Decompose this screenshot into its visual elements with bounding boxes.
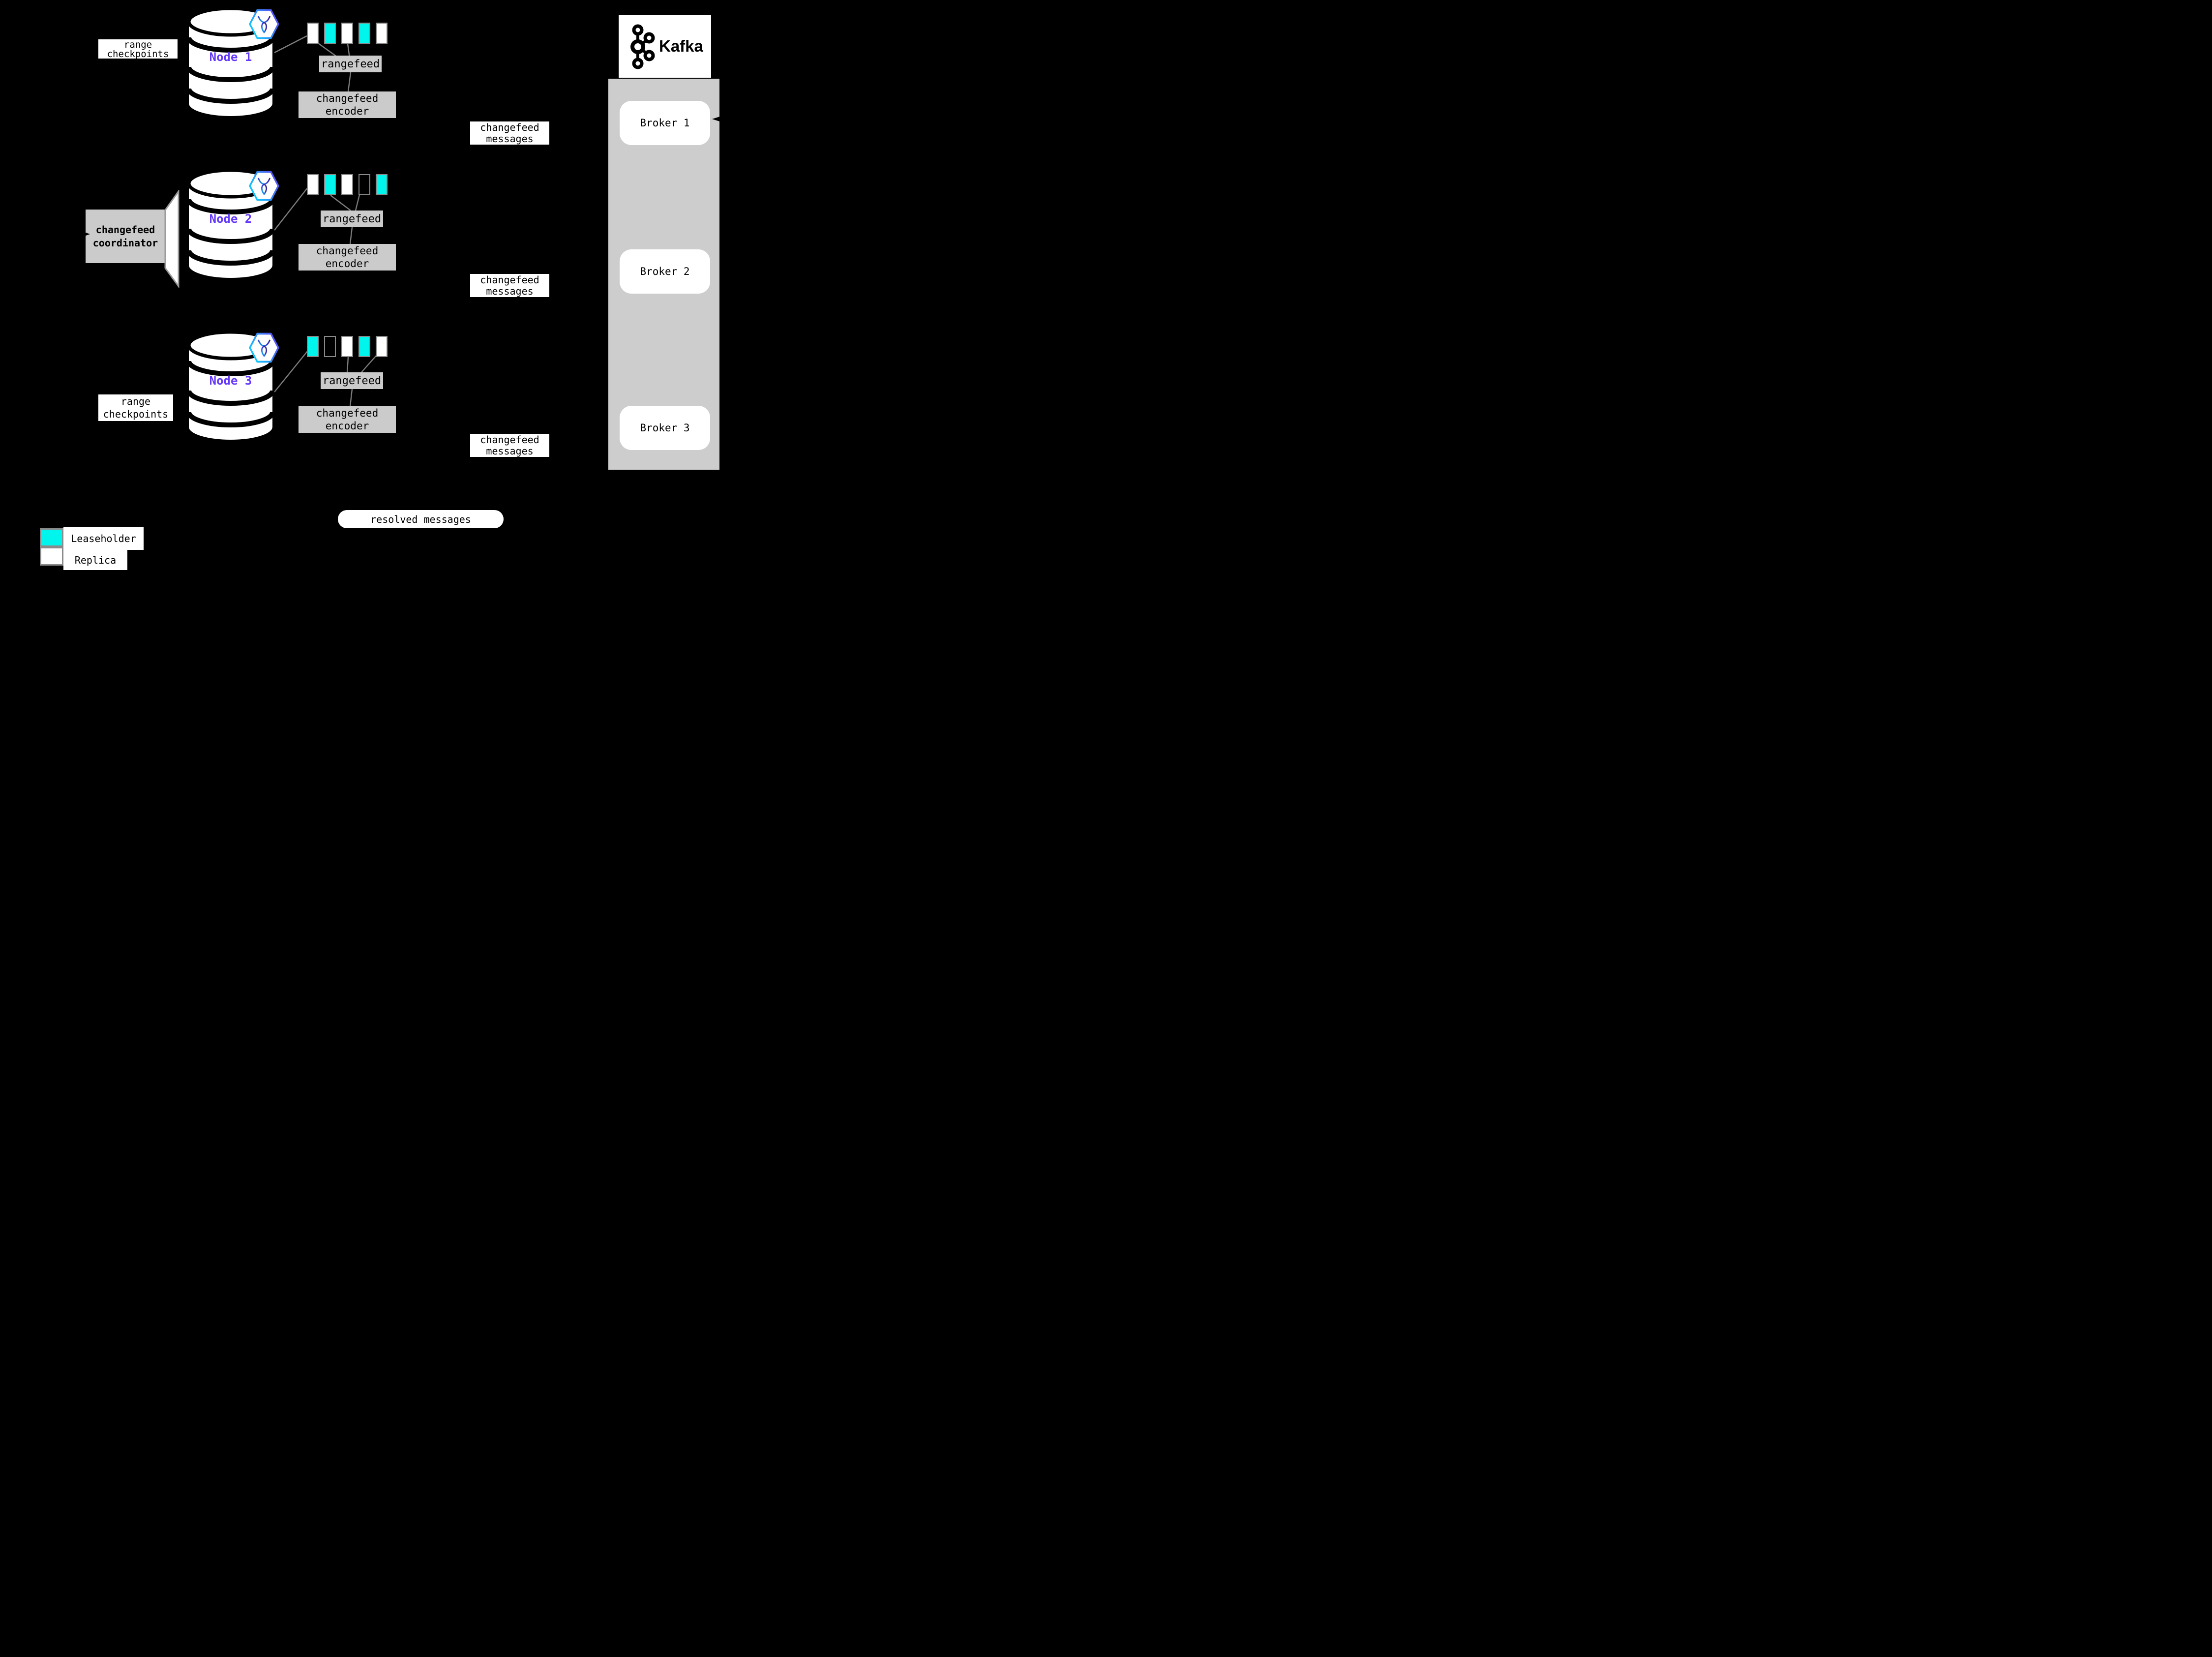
legend-replica-label: Replica [63, 550, 127, 570]
arrowhead-icon [80, 231, 90, 238]
rangefeed-box: rangefeed [319, 56, 382, 72]
broker-box: Broker 1 [620, 101, 710, 145]
range-checkpoints-label: range checkpoints [98, 394, 173, 421]
leaseholder-square [324, 174, 336, 195]
replica-squares [307, 174, 388, 195]
leaseholder-square [376, 174, 388, 195]
changefeed-encoder-box: changefeed encoder [299, 406, 396, 433]
broker-box: Broker 2 [620, 249, 710, 294]
leaseholder-square [307, 336, 319, 357]
kafka-logo-box: Kafka [619, 15, 711, 78]
node-label: Node 1 [209, 50, 252, 64]
node-label: Node 3 [209, 374, 252, 388]
node-label: Node 2 [209, 212, 252, 226]
replica-square [341, 23, 353, 44]
coordinator-flag [164, 190, 179, 288]
changefeed-messages-label: changefeed messages [470, 274, 549, 297]
changefeed-encoder-box: changefeed encoder [299, 91, 396, 118]
replica-square [307, 174, 319, 195]
legend-replica-swatch [40, 547, 63, 566]
changefeed-encoder-box: changefeed encoder [299, 244, 396, 271]
range-checkpoints-label: range checkpoints [98, 39, 178, 59]
replica-squares [307, 336, 388, 357]
resolved-messages-pill: resolved messages [338, 510, 504, 528]
changefeed-messages-label: changefeed messages [470, 434, 549, 457]
rangefeed-box: rangefeed [321, 211, 383, 227]
replica-square [376, 23, 388, 44]
kafka-wordmark: Kafka [659, 37, 703, 55]
legend-leaseholder-label: Leaseholder [63, 527, 144, 550]
node-cylinder [187, 331, 274, 440]
kafka-icon [630, 24, 655, 69]
leaseholder-square [324, 23, 336, 44]
empty-slot [359, 174, 370, 195]
empty-slot [324, 336, 336, 357]
arrowhead-icon [712, 116, 723, 122]
replica-squares [307, 23, 388, 44]
broker-box: Broker 3 [620, 406, 710, 450]
replica-square [341, 336, 353, 357]
leaseholder-square [359, 336, 370, 357]
replica-square [376, 336, 388, 357]
replica-square [341, 174, 353, 195]
replica-square [307, 23, 319, 44]
changefeed-coordinator-box: changefeed coordinator [86, 210, 165, 263]
changefeed-architecture-diagram: range checkpoints Node 1 rangefeed chang… [0, 0, 771, 577]
leaseholder-square [359, 23, 370, 44]
legend-leaseholder-swatch [40, 528, 63, 547]
rangefeed-box: rangefeed [321, 372, 383, 389]
changefeed-messages-label: changefeed messages [470, 121, 549, 145]
